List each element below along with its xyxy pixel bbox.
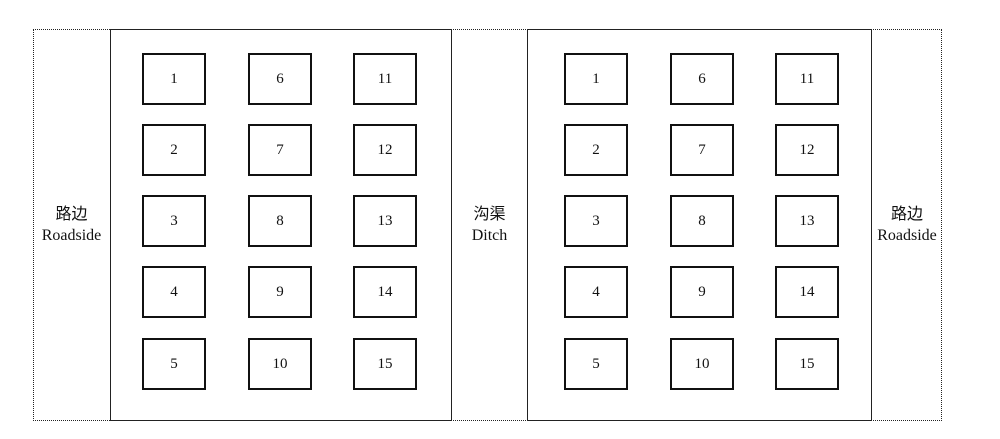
plot-cell: 6 xyxy=(248,53,312,105)
plot-cell: 13 xyxy=(353,195,417,247)
ditch-label: 沟渠 Ditch xyxy=(452,29,527,421)
plot-cell: 2 xyxy=(142,124,206,176)
plot-cell: 3 xyxy=(142,195,206,247)
plot-cell: 4 xyxy=(142,266,206,318)
plot-cell: 8 xyxy=(670,195,734,247)
plot-cell: 9 xyxy=(670,266,734,318)
plot-cell: 11 xyxy=(775,53,839,105)
plot-cell: 13 xyxy=(775,195,839,247)
plot-cell: 15 xyxy=(775,338,839,390)
ditch-zh: 沟渠 xyxy=(473,206,506,223)
plot-cell: 11 xyxy=(353,53,417,105)
plot-cell: 14 xyxy=(353,266,417,318)
plot-cell: 3 xyxy=(564,195,628,247)
roadside-left-label: 路边 Roadside xyxy=(33,29,110,421)
plot-cell: 12 xyxy=(775,124,839,176)
roadside-right-zh: 路边 xyxy=(890,206,923,223)
plot-cell: 12 xyxy=(353,124,417,176)
plot-cell: 15 xyxy=(353,338,417,390)
roadside-left-en: Roadside xyxy=(41,227,102,244)
plot-cell: 10 xyxy=(248,338,312,390)
plot-cell: 2 xyxy=(564,124,628,176)
plot-cell: 14 xyxy=(775,266,839,318)
plot-cell: 1 xyxy=(564,53,628,105)
plot-cell: 8 xyxy=(248,195,312,247)
plot-cell: 7 xyxy=(670,124,734,176)
ditch-en: Ditch xyxy=(471,227,508,244)
roadside-right-label: 路边 Roadside xyxy=(872,29,942,421)
plot-cell: 10 xyxy=(670,338,734,390)
roadside-left-zh: 路边 xyxy=(55,206,88,223)
plot-cell: 6 xyxy=(670,53,734,105)
plot-cell: 7 xyxy=(248,124,312,176)
plot-cell: 5 xyxy=(142,338,206,390)
roadside-right-en: Roadside xyxy=(877,227,937,244)
plot-cell: 5 xyxy=(564,338,628,390)
plot-cell: 9 xyxy=(248,266,312,318)
plot-area-right xyxy=(527,29,872,421)
plot-cell: 1 xyxy=(142,53,206,105)
plot-area-left xyxy=(110,29,452,421)
field-outer-boundary xyxy=(33,29,942,421)
plot-cell: 4 xyxy=(564,266,628,318)
